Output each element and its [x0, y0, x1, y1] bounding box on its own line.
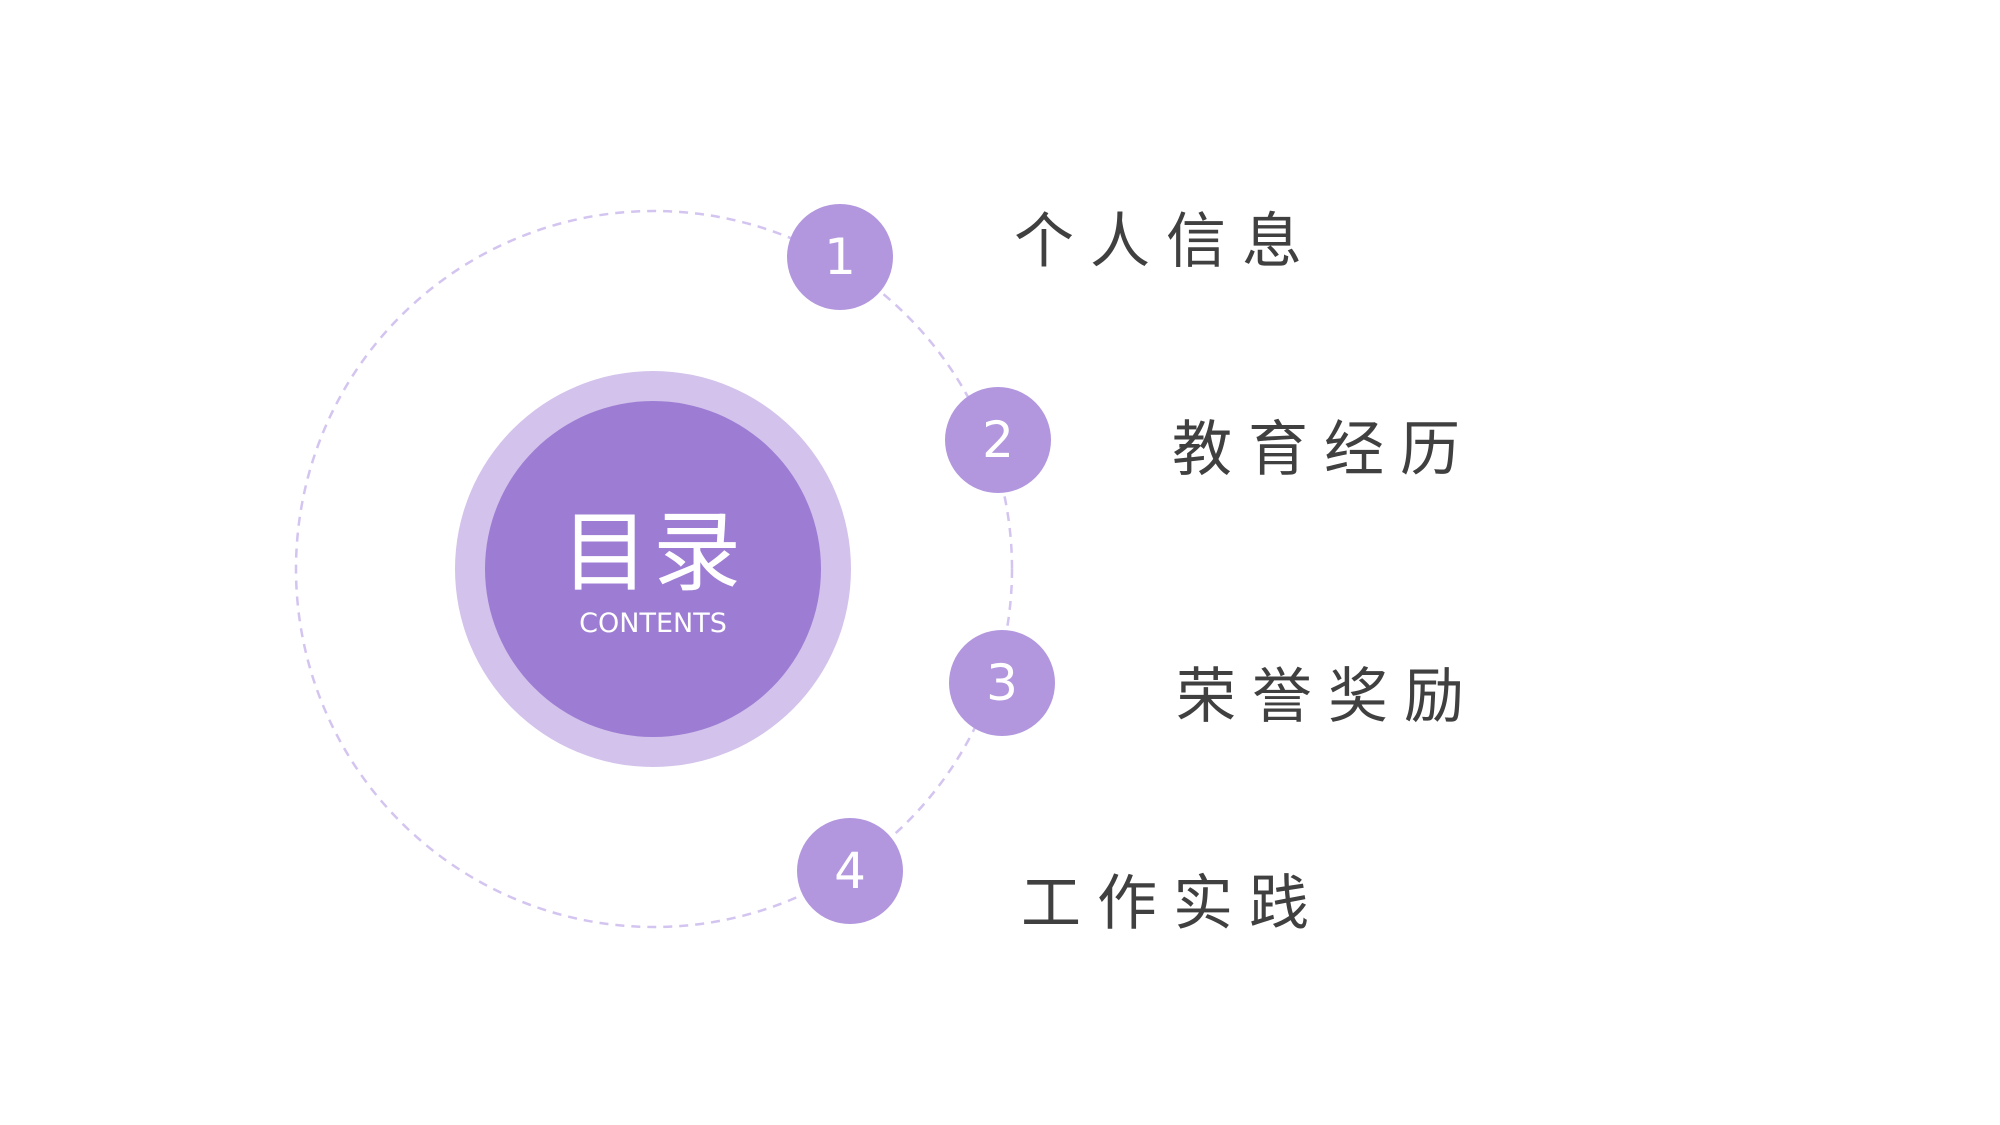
item-1-label[interactable]: 个人信息: [1014, 207, 1318, 277]
item-4-number-badge[interactable]: 4: [797, 818, 903, 924]
center-title: 目录: [560, 501, 745, 604]
item-3-number: 3: [986, 654, 1018, 712]
center-subtitle: CONTENTS: [579, 608, 727, 639]
item-4-label[interactable]: 工作实践: [1021, 869, 1325, 939]
item-2-number-badge[interactable]: 2: [945, 387, 1051, 493]
item-2-label[interactable]: 教育经历: [1172, 415, 1476, 485]
item-4-number: 4: [834, 842, 866, 900]
item-1-number-badge[interactable]: 1: [787, 204, 893, 310]
item-1-number: 1: [824, 228, 856, 286]
center-inner-circle: [485, 401, 821, 737]
item-2-number: 2: [982, 411, 1014, 469]
item-3-label[interactable]: 荣誉奖励: [1176, 662, 1480, 732]
item-3-number-badge[interactable]: 3: [949, 630, 1055, 736]
